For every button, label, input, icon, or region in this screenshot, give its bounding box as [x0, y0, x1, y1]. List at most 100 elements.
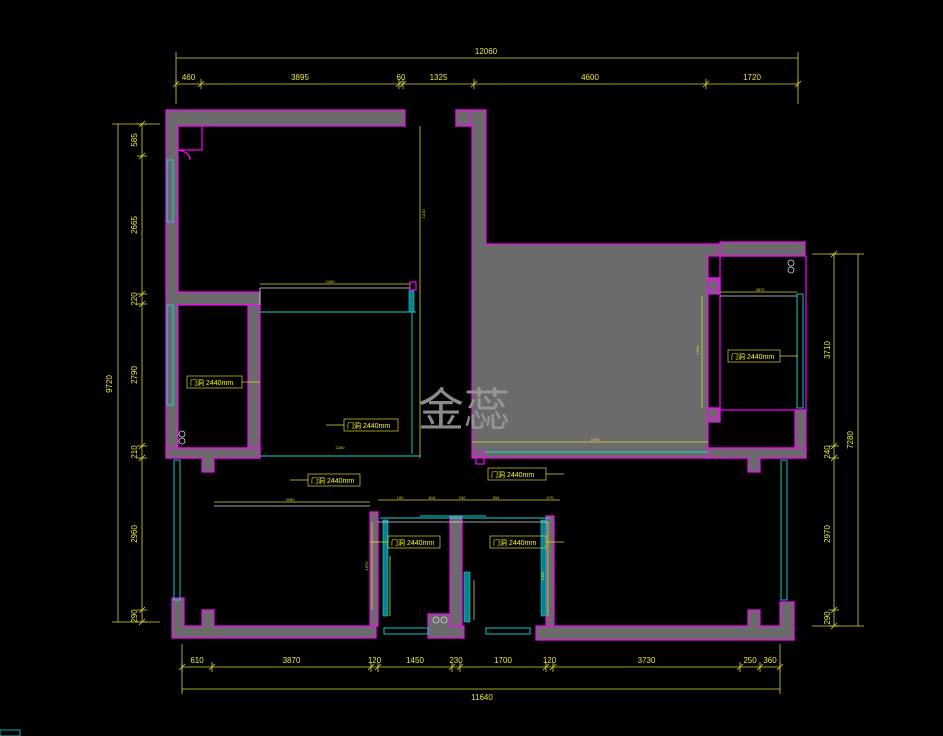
door-tag-label: 门洞 2440mm	[391, 538, 434, 547]
right-dim-tick-slash	[830, 606, 838, 614]
drain-5	[432, 616, 440, 624]
inner-dim-8: 1670	[364, 561, 369, 571]
wall-middle-band	[165, 447, 261, 473]
column-small-3	[707, 279, 719, 291]
interior-lines	[214, 287, 797, 523]
right-dim-segment-label: 240	[823, 445, 832, 459]
bottom-dim-segment-label: 230	[449, 656, 463, 665]
left-dim-tick-slash	[138, 120, 146, 128]
inner-dim-3: 3050	[286, 497, 296, 502]
shaft-top-left-curve	[177, 149, 191, 161]
drain-1	[178, 430, 186, 438]
inner-dim-5: 1230	[695, 345, 700, 355]
bottom-dim-segment-label: 1450	[406, 656, 424, 665]
wall-bottom-right	[535, 601, 795, 641]
left-dim-segment-label: 2665	[130, 216, 139, 234]
inner-dim-14: 270	[547, 495, 554, 500]
inner-dim-2: 1210	[421, 209, 426, 219]
left-dim-tick-slash	[138, 300, 146, 308]
drain-3	[787, 259, 795, 267]
door-tag-label: 门洞 2440mm	[731, 352, 774, 361]
door-opening-tag: 门洞 2440mm	[290, 473, 361, 487]
left-dim-segment-label: 585	[130, 133, 139, 147]
top-dim-tick-slash	[702, 80, 710, 88]
wall-bottom	[171, 597, 377, 639]
bottom-dim-segment-label: 120	[368, 656, 382, 665]
top-dim-segment-label: 4600	[581, 73, 599, 82]
left-overall-dim: 9720	[105, 375, 114, 393]
bottom-dim-tick-slash	[736, 663, 744, 671]
door-opening-tag: 门洞 2440mm	[326, 418, 399, 432]
left-dim-tick-slash	[138, 606, 146, 614]
wardrobe-strip-b	[540, 519, 547, 617]
door-opening-tag: 门洞 2440mm	[370, 535, 441, 549]
inner-dim-12: 554	[493, 495, 500, 500]
right-dim-segment-label: 3710	[823, 341, 832, 359]
left-dim-segment-label: 220	[130, 292, 139, 306]
door-tag-label: 门洞 2440mm	[347, 421, 390, 430]
windows	[166, 159, 804, 635]
door-opening-tag: 门洞 2440mm	[489, 535, 564, 549]
shaft-mid-right	[455, 109, 471, 127]
left-dim-tick-slash	[138, 442, 146, 450]
window-left-upper	[166, 159, 174, 223]
bottom-dim-segment-label: 610	[190, 656, 204, 665]
inner-dim-10: 615	[429, 495, 436, 500]
top-overall-dim: 12060	[475, 47, 498, 56]
corner-marker	[0, 729, 21, 736]
balcony-right-outline	[719, 255, 807, 411]
door-opening-tag: 门洞 2440mm	[487, 467, 564, 481]
window-left-lower	[173, 459, 181, 601]
right-dim-tick-slash	[830, 442, 838, 450]
bottom-dim-tick-slash	[756, 663, 764, 671]
bottom-dim-segment-label: 3870	[283, 656, 301, 665]
window-bottom-b	[485, 627, 531, 635]
column-small-2	[409, 281, 417, 291]
column-small-4	[707, 407, 719, 419]
interior-dimension-lines: 2450 1210 3050 3870 1230 2290 2280 1670 …	[214, 126, 797, 620]
left-dim-segment-label: 290	[130, 609, 139, 623]
door-tag-label: 门洞 2440mm	[491, 470, 534, 479]
bottom-dim-tick-slash	[549, 663, 557, 671]
wall-core-left	[369, 511, 379, 627]
top-dim-tick-slash	[395, 80, 403, 88]
wall-partition-a	[247, 304, 261, 449]
right-dim-tick-slash	[830, 250, 838, 258]
bottom-dim-segment-label: 120	[543, 656, 557, 665]
left-dim-segment-label: 2790	[130, 366, 139, 384]
left-dim-tick-slash	[138, 290, 146, 298]
bottom-dim-tick-slash	[542, 663, 550, 671]
door-tag-label: 门洞 2440mm	[311, 476, 354, 485]
door-opening-tag: 门洞 2440mm	[186, 375, 260, 389]
wardrobe-strip-c	[463, 571, 471, 623]
inner-dim-7: 2280	[336, 445, 346, 450]
wall-right	[719, 241, 806, 257]
door-opening-tag: 门洞 2440mm	[727, 349, 798, 363]
column-small-1	[475, 451, 485, 465]
wall-core-center	[449, 515, 463, 627]
right-dim-segment-label: 2970	[823, 525, 832, 543]
inner-dim-9: 1400	[540, 571, 545, 581]
bottom-dim-tick-slash	[776, 663, 784, 671]
drain-6	[440, 616, 448, 624]
bottom-dim-tick-slash	[456, 663, 464, 671]
left-dim-tick-slash	[138, 454, 146, 462]
window-left-mid	[166, 304, 174, 406]
top-dim-segment-label: 1325	[430, 73, 448, 82]
right-dim-segment-label: 290	[823, 611, 832, 625]
inner-dim-13: 230	[459, 495, 466, 500]
drain-4	[787, 266, 795, 274]
door-tags: 门洞 2440mm 门洞 2440mm 门洞 2440mm 门洞 2440mm 门洞 2…	[186, 349, 798, 549]
window-right-lower	[780, 459, 788, 601]
bottom-dim-tick-slash	[208, 663, 216, 671]
top-dim-tick-slash	[172, 80, 180, 88]
walls	[165, 109, 807, 641]
bottom-dim-tick-slash	[448, 663, 456, 671]
inner-dim-4: 3870	[756, 287, 766, 292]
bottom-dim-segment-label: 360	[763, 656, 777, 665]
wall-middle-band-right	[707, 447, 807, 473]
